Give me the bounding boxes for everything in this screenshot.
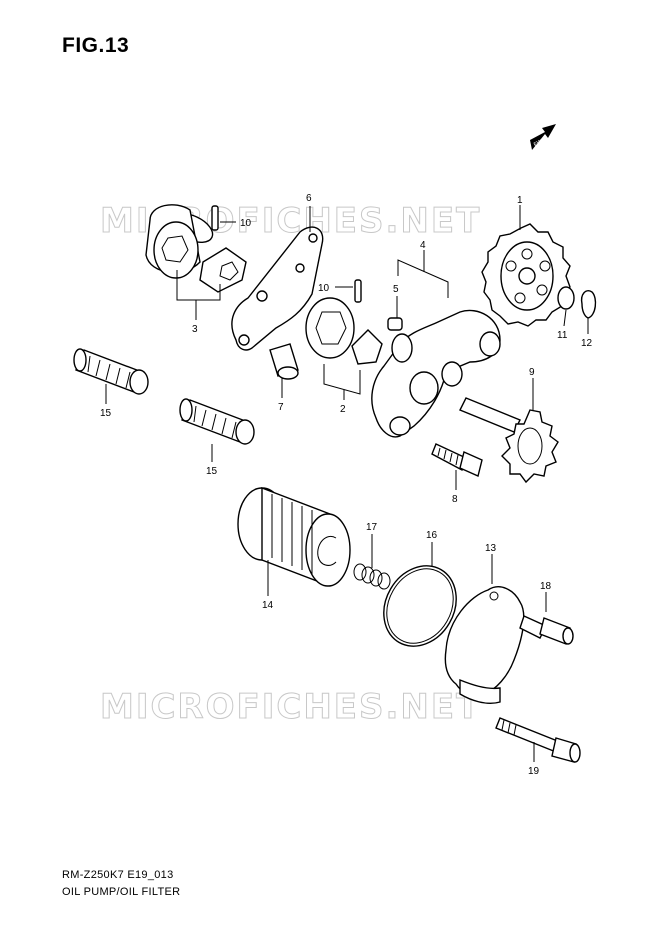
part-7-dowel — [269, 343, 299, 380]
part-17-spring — [353, 563, 391, 590]
part-14-oil-filter — [237, 486, 351, 587]
callout-7: 7 — [278, 402, 284, 413]
callout-4: 4 — [420, 240, 426, 251]
part-9-pump-shaft — [459, 397, 559, 484]
callout-3: 3 — [192, 324, 198, 335]
callout-6: 6 — [306, 193, 312, 204]
footer-figure-name: OIL PUMP/OIL FILTER — [62, 886, 181, 898]
callout-10-middle: 10 — [318, 283, 330, 294]
callout-5: 5 — [393, 284, 399, 295]
part-15-screen-lower — [179, 398, 255, 445]
callout-1: 1 — [517, 195, 523, 206]
callout-15-lower: 15 — [206, 466, 218, 477]
part-18-bolt — [519, 615, 574, 645]
part-3-inner-rotor — [199, 247, 247, 293]
part-16-o-ring — [383, 565, 457, 647]
callout-9: 9 — [529, 367, 535, 378]
callout-8: 8 — [452, 494, 458, 505]
fwd-arrow-icon: FWD — [530, 124, 556, 150]
part-4-pump-body — [371, 309, 501, 438]
figure-title: FIG.13 — [62, 34, 130, 57]
part-6-pump-plate — [231, 226, 324, 351]
callout-11: 11 — [557, 330, 568, 341]
part-19-long-bolt — [495, 717, 581, 763]
callout-2: 2 — [340, 404, 346, 415]
part-15-screen-upper — [73, 348, 149, 395]
callout-labels: 1 2 3 4 5 6 7 8 9 10 10 11 12 13 14 15 1… — [100, 193, 593, 777]
callout-16: 16 — [426, 530, 438, 541]
callout-13: 13 — [485, 543, 497, 554]
part-11-washer — [557, 286, 575, 310]
part-3-outer-rotor — [145, 204, 214, 279]
part-5-pin — [387, 317, 403, 331]
callout-17: 17 — [366, 522, 378, 533]
callout-19: 19 — [528, 766, 540, 777]
part-1-driven-gear — [481, 223, 571, 327]
footer-figure-code: RM-Z250K7 E19_013 — [62, 869, 174, 881]
part-13-filter-cap — [444, 586, 525, 704]
callout-14: 14 — [262, 600, 274, 611]
callout-18: 18 — [540, 581, 552, 592]
part-10-pin-middle — [354, 279, 362, 303]
callout-15-upper: 15 — [100, 408, 112, 419]
part-8-bolt — [431, 443, 483, 477]
callout-10-upper: 10 — [240, 218, 252, 229]
part-12-circlip — [580, 290, 597, 319]
leader-lines — [105, 205, 589, 762]
part-2-rotor-set — [305, 297, 383, 365]
part-10-pin-upper — [211, 205, 219, 231]
watermark-bottom: MICROFICHES.NET — [100, 687, 481, 727]
callout-12: 12 — [581, 338, 593, 349]
